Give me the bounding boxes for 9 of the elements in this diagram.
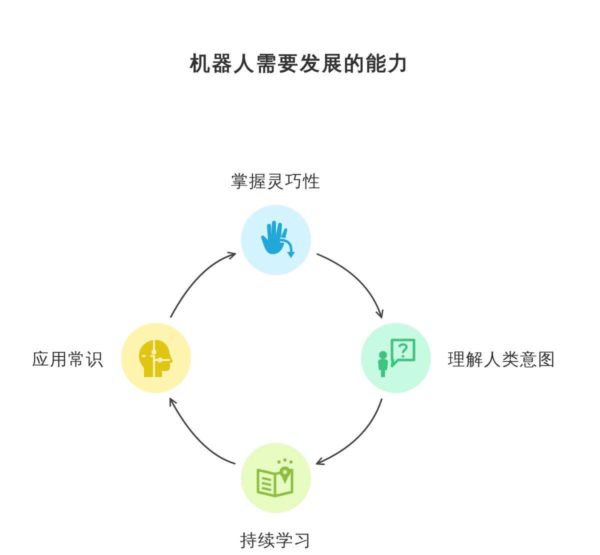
node-label: 理解人类意图 <box>448 350 556 370</box>
node-label: 掌握灵巧性 <box>231 172 321 192</box>
title: 机器人需要发展的能力 <box>190 51 410 75</box>
node-label: 应用常识 <box>32 350 104 370</box>
node-label: 持续学习 <box>240 531 312 551</box>
arrow <box>316 398 383 465</box>
arrow <box>169 398 236 465</box>
arrow <box>316 253 384 318</box>
arrow <box>170 252 236 318</box>
